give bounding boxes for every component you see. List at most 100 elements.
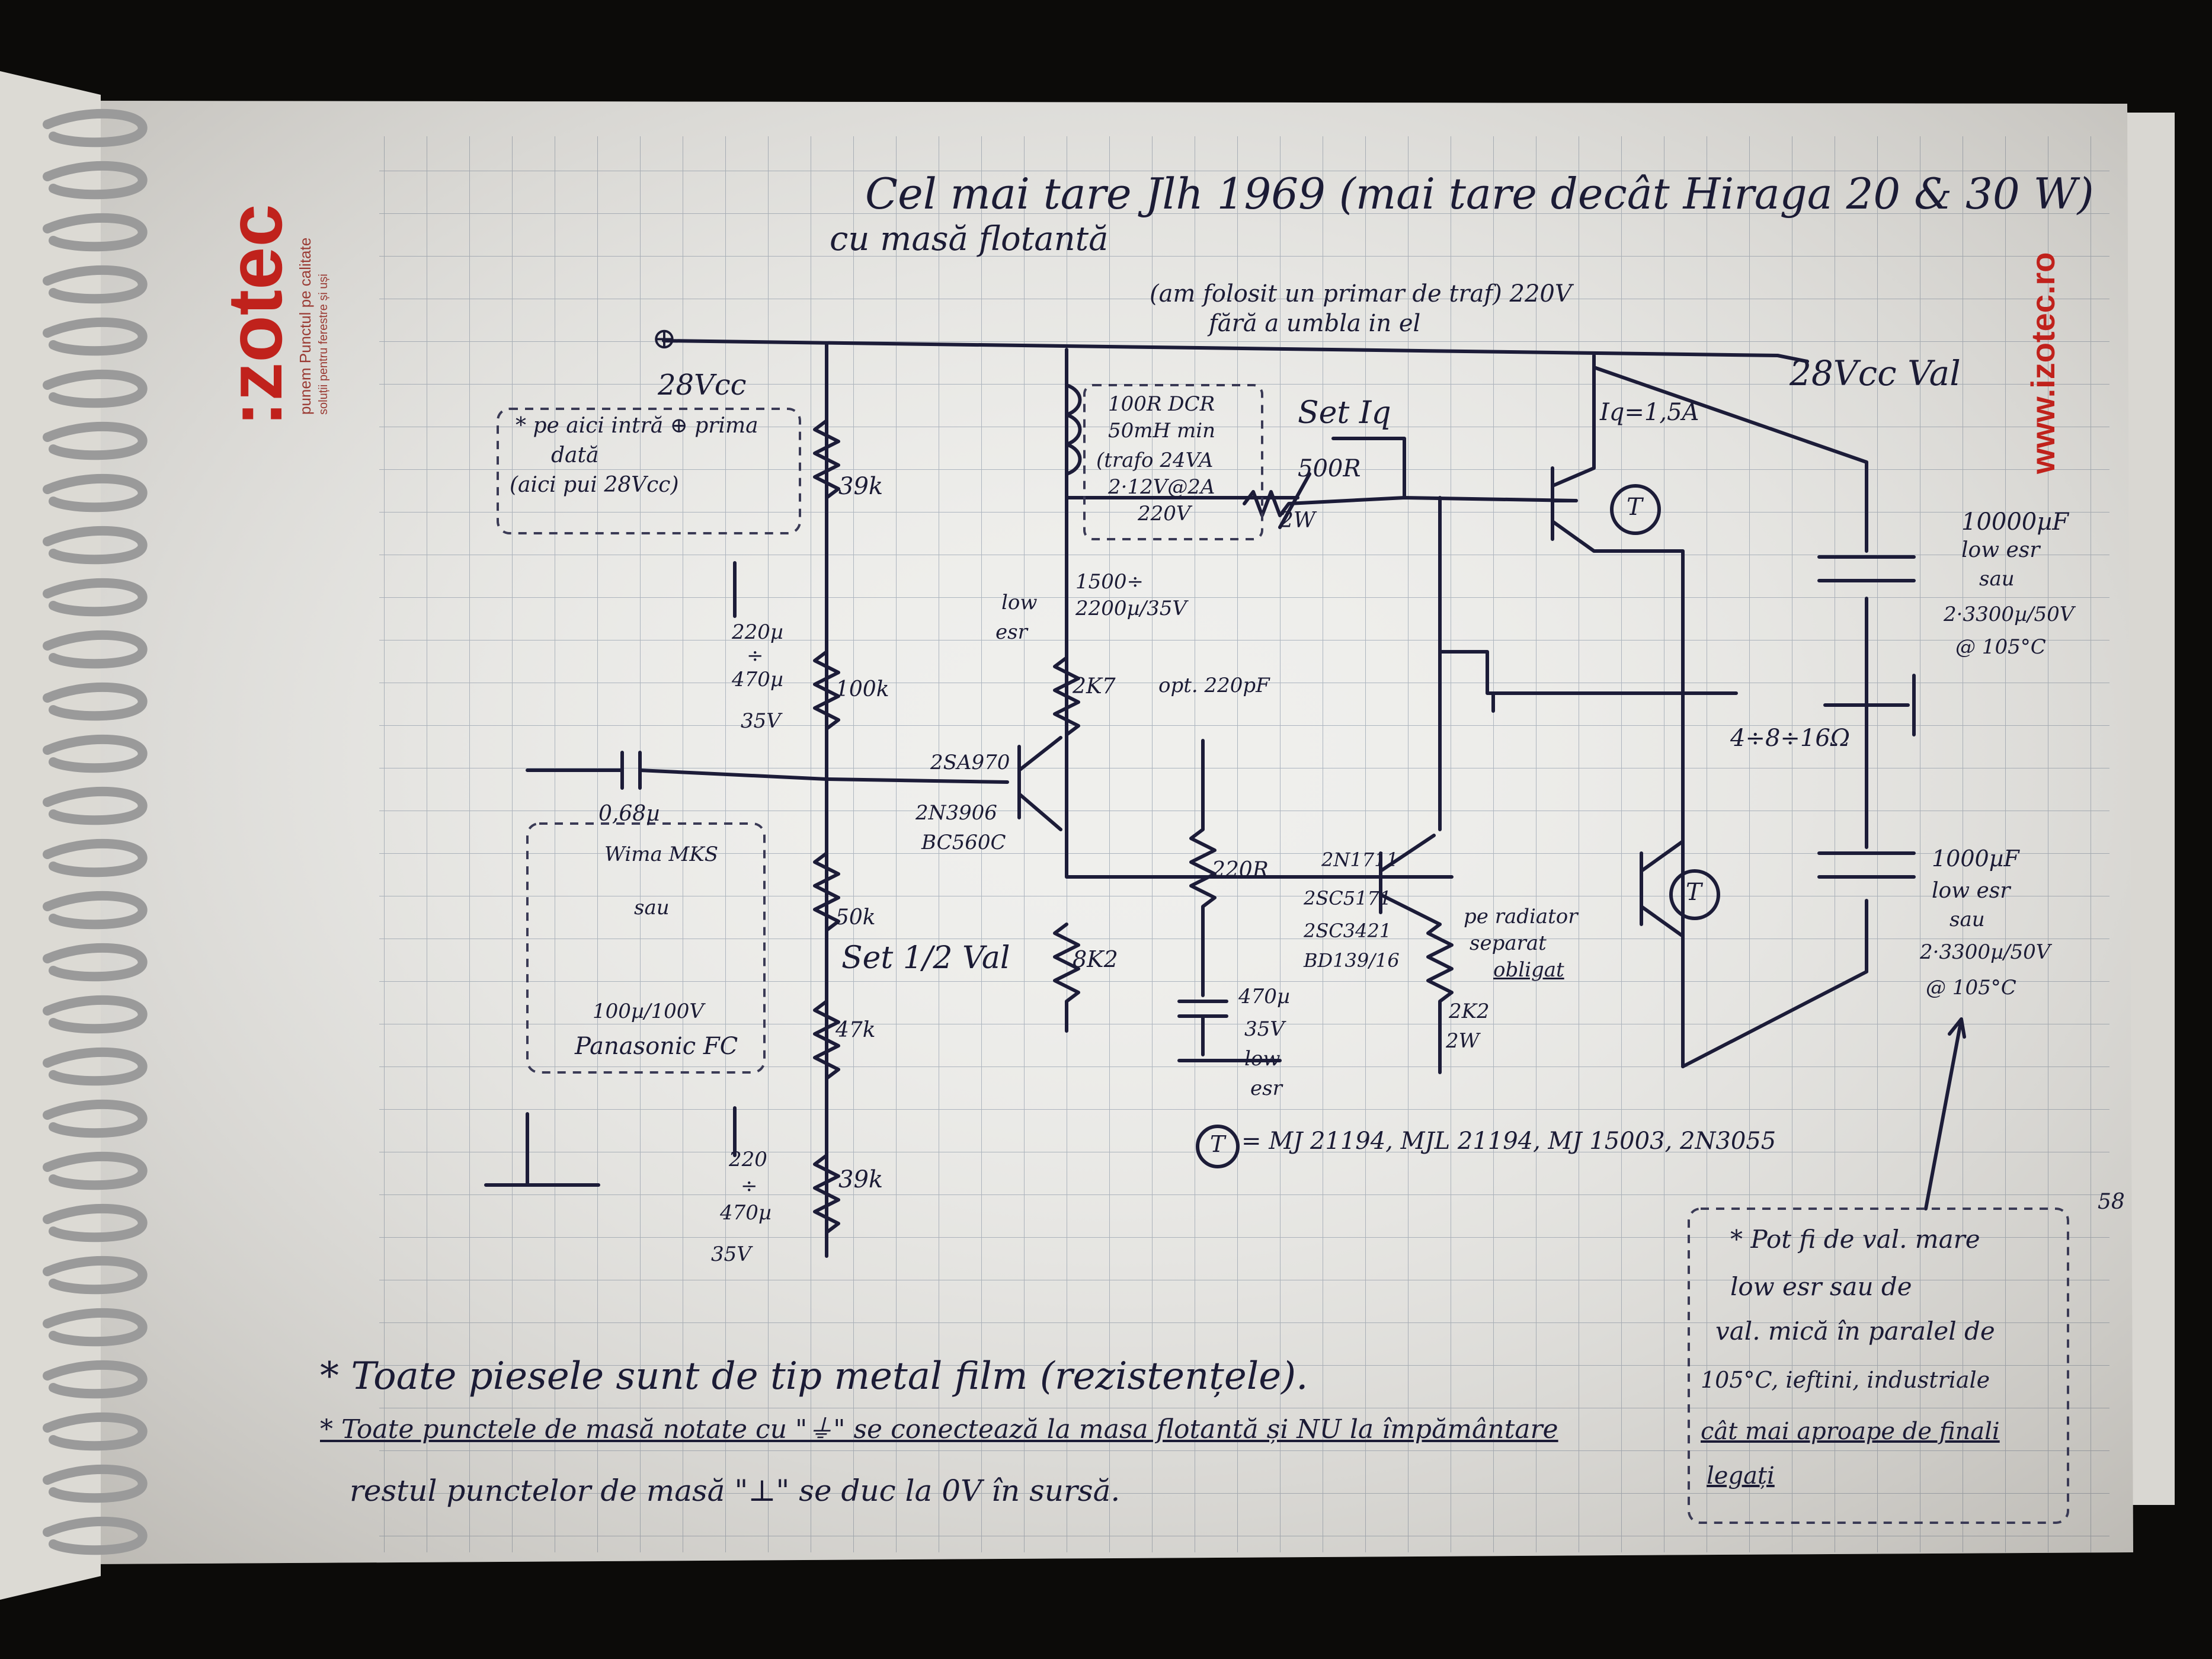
c1500-label-1: 1500÷ (1075, 570, 1144, 594)
pot-500r-wiper (1278, 437, 1406, 529)
bias-resistor-47k (813, 1000, 840, 1080)
cin-label-2: Wima MKS (604, 843, 719, 866)
page-shading (89, 101, 2133, 1564)
radiator-label-2: separat (1470, 931, 1547, 955)
spiral-ring (43, 161, 148, 200)
cap-10000-top (1817, 555, 1916, 582)
c10000a-label-1: 10000µF (1961, 508, 2069, 536)
page-number: 58 (2098, 1190, 2125, 1214)
inductor-box-outline (1083, 384, 1263, 540)
c10000b-label-2: low esr (1932, 879, 2011, 903)
r500r-watt-label: 2W (1280, 508, 1315, 533)
spiral-ring (43, 1516, 148, 1555)
input-capacitor (620, 751, 642, 790)
inductor-label-4: 2·12V@2A (1108, 475, 1215, 499)
resistor-2k7 (1053, 656, 1080, 736)
radiator-label-1: pe radiator (1464, 905, 1578, 928)
q2-body (1379, 834, 1442, 926)
spiral-ring (43, 317, 148, 356)
q1-body (1017, 736, 1062, 831)
box-note-line-2: low esr sau de (1730, 1272, 1912, 1301)
footer-note-1: * Toate piesele sunt de tip metal film (… (320, 1354, 1308, 1398)
t-mark-lower: T (1686, 879, 1702, 906)
t-mark-legend: T (1210, 1131, 1225, 1157)
c470-label-3: low (1244, 1047, 1281, 1071)
inductor-label-3: (trafo 24VA (1096, 449, 1214, 472)
c220b-label-1: 220 (729, 1148, 767, 1171)
c100-label-2: Panasonic FC (575, 1033, 738, 1060)
q1-label-1: 2SA970 (930, 751, 1010, 774)
c10000b-label-1: 1000µF (1932, 845, 2019, 872)
c10000a-label-3: sau (1979, 567, 2015, 591)
low-esr-label-1: low (1001, 591, 1038, 614)
dashed-outlines (497, 384, 2069, 1524)
brand-logo: :zotec (212, 204, 298, 427)
spiral-ring (43, 1047, 148, 1086)
r39k-bot-label: 39k (838, 1166, 883, 1193)
brand-url: www.izotec.ro (2024, 252, 2061, 474)
spiral-ring (43, 1099, 148, 1138)
r50k-label: 50k (835, 905, 876, 930)
box-note-line-5: cât mai aproape de finali (1701, 1418, 2000, 1445)
q1-collector-wire (1065, 733, 1454, 879)
bias-resistor-39k-bot (813, 1154, 840, 1234)
ground-marks (484, 561, 1916, 1187)
iq-current-label: Iq=1,5A (1600, 399, 1699, 426)
c220-label-3: 470µ (732, 668, 783, 691)
c220-label-1: 220µ (732, 620, 783, 644)
c470-label-4: esr (1250, 1077, 1282, 1100)
choke-coil (1065, 383, 1082, 476)
r8k2-label: 8K2 (1073, 946, 1118, 972)
spiral-ring (43, 891, 148, 930)
box-note-line-1: * Pot fi de val. mare (1730, 1225, 1980, 1254)
brand-tagline-2: soluții pentru ferestre și uși (317, 274, 330, 415)
power-cap-wires (1592, 366, 1868, 849)
q2-label-3: 2SC3421 (1304, 920, 1392, 942)
radiator-label-3: obligat (1493, 958, 1564, 982)
box-note-line-3: val. mică în paralel de (1715, 1317, 1995, 1346)
r2k2-label-1: 2K2 (1449, 1000, 1490, 1023)
resistor-220r (1189, 739, 1217, 997)
low-esr-label-2: esr (995, 620, 1027, 644)
bias-resistor-39k-top (813, 419, 840, 499)
spiral-ring (43, 213, 148, 252)
footer-note-2: * Toate punctele de masă notate cu "⏚" s… (320, 1414, 1558, 1445)
c100-label-1: 100µ/100V (593, 1000, 704, 1023)
r220r-label: 220R (1212, 858, 1269, 882)
title-line-1: Cel mai tare Jlh 1969 (mai tare decât Hi… (865, 169, 2094, 219)
spiral-ring (43, 1360, 148, 1399)
spiral-ring (43, 1464, 148, 1503)
box-note-line-6: legați (1707, 1462, 1775, 1490)
plus-terminal: ⊕ (652, 321, 677, 356)
r100k-label: 100k (835, 677, 889, 702)
note-top-line-1: (am folosit un primar de traf) 220V (1150, 280, 1572, 308)
spiral-ring (43, 108, 148, 148)
note-top-line-2: fără a umbla in el (1209, 310, 1421, 337)
spiral-ring (43, 1308, 148, 1347)
c220-label-4: 35V (741, 709, 781, 733)
spiral-ring (43, 473, 148, 513)
sau-label: sau (634, 896, 670, 920)
bias-resistor-50k (813, 851, 840, 932)
inductor-label-1: 100R DCR (1108, 392, 1215, 416)
q2-wire (1438, 496, 1685, 831)
q1-label-3: BC560C (921, 831, 1006, 854)
spiral-ring (43, 682, 148, 721)
r47k-label: 47k (835, 1018, 876, 1042)
alt-cap-outline (526, 822, 766, 1074)
spiral-ring (43, 1203, 148, 1242)
feed-note-outline (497, 408, 801, 534)
top-rail-wire (662, 339, 1809, 363)
title-line-2: cu masă flotantă (830, 220, 1109, 258)
q2-label-4: BD139/16 (1304, 949, 1400, 972)
supply-28v-val-label: 28Vcc Val (1790, 353, 1961, 393)
feed-note-3: (aici pui 28Vcc) (510, 473, 679, 497)
r500r-label: 500R (1298, 455, 1361, 482)
cap-10000-bot (1817, 851, 1916, 879)
footer-note-3: restul punctelor de masă "⊥" se duc la 0… (350, 1474, 1121, 1508)
spiral-ring (43, 734, 148, 773)
q2-label-2: 2SC5171 (1304, 887, 1392, 909)
c10000a-label-2: low esr (1961, 538, 2040, 562)
input-wire (526, 768, 1009, 784)
supply-28v-label: 28Vcc (658, 369, 747, 402)
